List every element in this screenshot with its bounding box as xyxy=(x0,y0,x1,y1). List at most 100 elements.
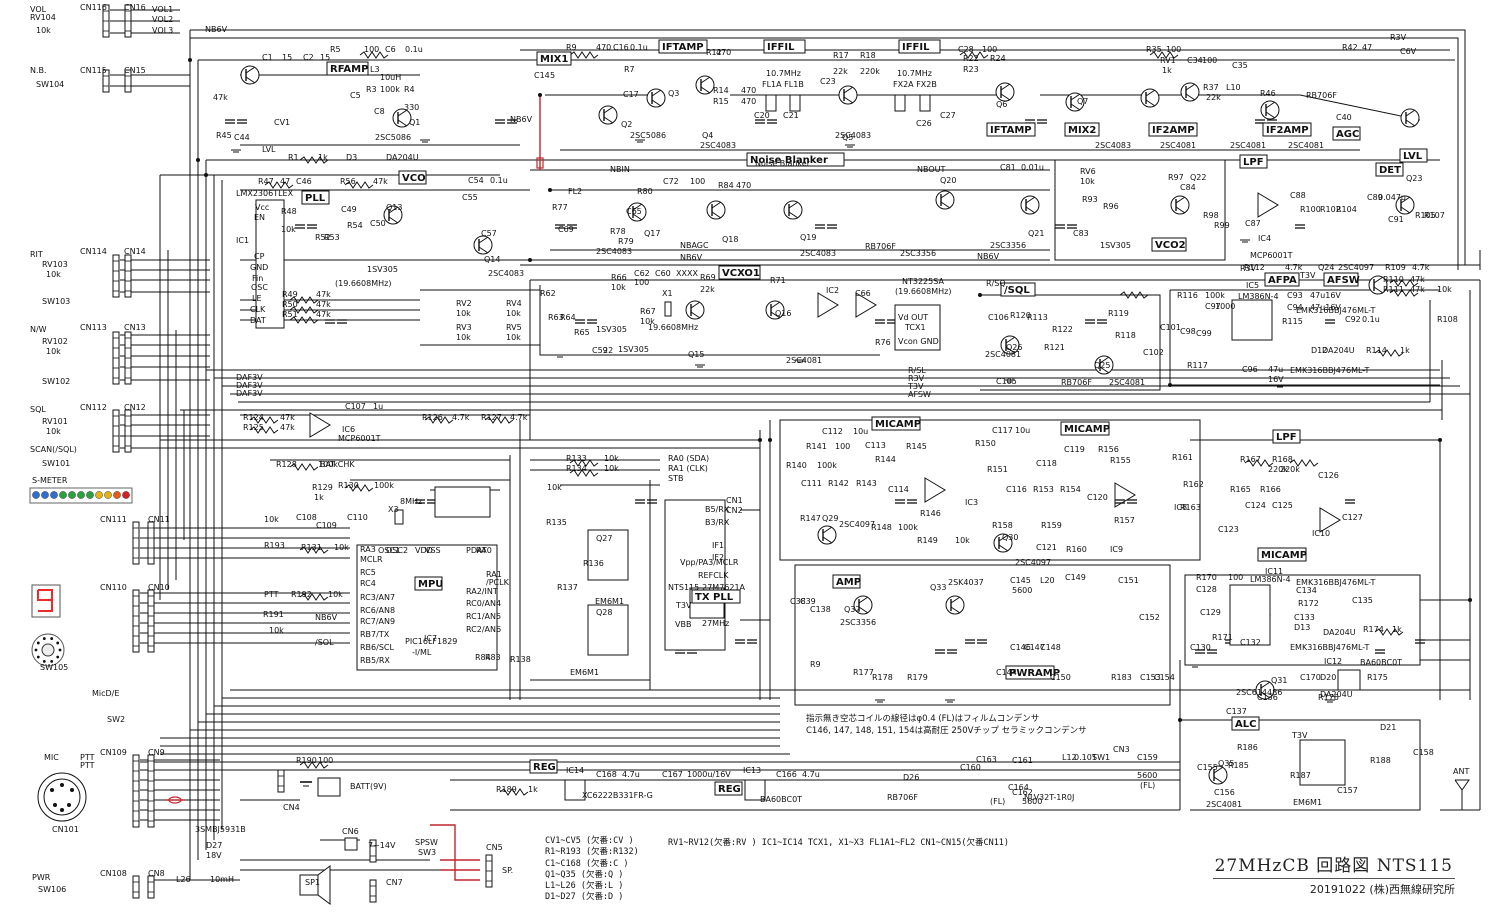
part-range-legend: RV1~RV12(欠番:RV ) IC1~IC14 TCX1, X1~X3 FL… xyxy=(668,838,1010,848)
component-label: C1 xyxy=(262,53,273,62)
component-label: D20 xyxy=(1320,673,1336,682)
ic-label: IC6 xyxy=(342,425,355,434)
legend-line: L1~L26 (欠番:L ) xyxy=(545,881,624,892)
connector-label: CN115 xyxy=(80,66,107,75)
block-label: IFTAMP xyxy=(662,42,704,53)
transistor-collector xyxy=(1099,356,1110,364)
transistor-symbol xyxy=(1180,82,1200,102)
component-label: R63 xyxy=(548,313,564,322)
switch-contact xyxy=(36,655,40,659)
transistor-emitter xyxy=(632,213,643,221)
component-label: C128 xyxy=(1196,585,1217,594)
mpu-pin-label: MCLR xyxy=(360,555,383,564)
transistor-emitter xyxy=(397,119,408,127)
transistor-emitter xyxy=(1260,691,1271,699)
component-label: C156 xyxy=(1214,788,1235,797)
component-label: 47k xyxy=(280,413,295,422)
component-label: R170 xyxy=(1196,573,1217,582)
ic-label: IC11 xyxy=(1265,567,1283,576)
component-label: R83 xyxy=(485,653,501,662)
transistor-emitter xyxy=(950,606,961,614)
opamp-symbol xyxy=(924,477,946,503)
block-label: MPU xyxy=(418,579,443,590)
junction-dot xyxy=(196,158,200,162)
wiring xyxy=(110,9,1481,881)
part-label: 2SC4081 xyxy=(1206,800,1242,809)
transistor-emitter xyxy=(1175,206,1186,214)
legend-line: CV1~CV5 (欠番:CV ) xyxy=(545,836,634,846)
component-label: C91 xyxy=(1388,215,1404,224)
component-label: RV5 xyxy=(506,323,522,332)
mpu-pin-label: RA3 xyxy=(360,545,376,554)
component-label: 10k xyxy=(1437,285,1452,294)
component-label: C83 xyxy=(1073,229,1089,238)
resistor-symbol xyxy=(289,316,319,324)
component-label: 10uH xyxy=(380,73,401,82)
block-label-frame xyxy=(718,265,761,280)
component-label: C96 xyxy=(1242,365,1258,374)
component-label: R84 xyxy=(718,181,734,190)
block-label: MICAMP xyxy=(1064,424,1110,435)
part-label: 2SC4083 xyxy=(596,247,632,256)
transistor-emitter xyxy=(1099,366,1110,374)
component-label: 1000 xyxy=(1215,302,1235,311)
transistor-collector xyxy=(651,89,662,97)
component-label: R189 xyxy=(496,785,517,794)
component-label: R23 xyxy=(963,65,979,74)
transistor-emitter xyxy=(1213,776,1224,784)
component-label: 100 xyxy=(1228,573,1243,582)
transistor-collector xyxy=(822,526,833,534)
switch-contact xyxy=(56,655,60,659)
connector-pin-strip xyxy=(132,875,140,899)
transistor-collector xyxy=(1145,89,1156,97)
component-label: C163 xyxy=(976,755,997,764)
component-label: C88 xyxy=(1290,191,1306,200)
block-label: IF2AMP xyxy=(1152,125,1195,136)
component-label: R141 xyxy=(806,442,827,451)
part-label: 2SC3356 xyxy=(990,241,1026,250)
mpu-pin-label: RC0/AN4 xyxy=(466,599,501,608)
connector-label: SP1 xyxy=(305,878,320,887)
connector-label: CN111 xyxy=(100,515,127,524)
component-label: R157 xyxy=(1114,516,1135,525)
component-label: C60 xyxy=(655,269,671,278)
connector-label: 18V xyxy=(206,851,222,860)
component-label: C65 xyxy=(626,207,642,216)
part-label: 2SC4083 xyxy=(488,269,524,278)
transistor-emitter xyxy=(843,96,854,104)
block-label: PLL xyxy=(305,193,326,204)
connector-label: MIC xyxy=(44,753,59,762)
component-label: C153 xyxy=(1140,673,1161,682)
net-label: NB6V xyxy=(977,252,1000,261)
block-label-frame xyxy=(746,152,845,167)
component-label: R167 xyxy=(1240,455,1261,464)
component-label: Q2 xyxy=(621,120,632,129)
connector-label: 10k xyxy=(46,347,61,356)
legend-line: D1~D27 (欠番:D ) xyxy=(545,892,624,903)
component-label: R17 xyxy=(833,51,849,60)
part-label: RB706F xyxy=(1061,378,1092,387)
component-label: C168 xyxy=(596,770,617,779)
transistor-collector xyxy=(603,106,614,114)
resistor-symbol xyxy=(1389,289,1419,297)
component-label: R191 xyxy=(263,610,284,619)
resistor-symbol xyxy=(959,51,989,59)
component-label: RV3 xyxy=(456,323,472,332)
component-label: C117 xyxy=(992,426,1013,435)
mpu-pin-label: RC2/AN6 xyxy=(466,625,501,634)
connector-label: VOL3 xyxy=(152,26,173,35)
part-label: BA60BC0T xyxy=(1360,658,1402,667)
junction-dot xyxy=(1468,598,1472,602)
part-label: EMK316BBJ476ML-T xyxy=(1290,643,1369,652)
component-label: 100 xyxy=(1166,45,1181,54)
component-label: C160 xyxy=(960,763,981,772)
part-label: EM6M1 xyxy=(570,668,599,677)
connector-label: SP. xyxy=(502,866,513,875)
component-label: RV4 xyxy=(506,299,522,308)
transistor-collector xyxy=(690,301,701,309)
ic-label: IC5 xyxy=(1246,281,1259,290)
mpu-pin-label: OSC2 xyxy=(386,546,408,555)
component-label: C50 xyxy=(370,219,386,228)
component-label: R114 xyxy=(1366,346,1387,355)
component-label: Q24 xyxy=(1318,263,1334,272)
